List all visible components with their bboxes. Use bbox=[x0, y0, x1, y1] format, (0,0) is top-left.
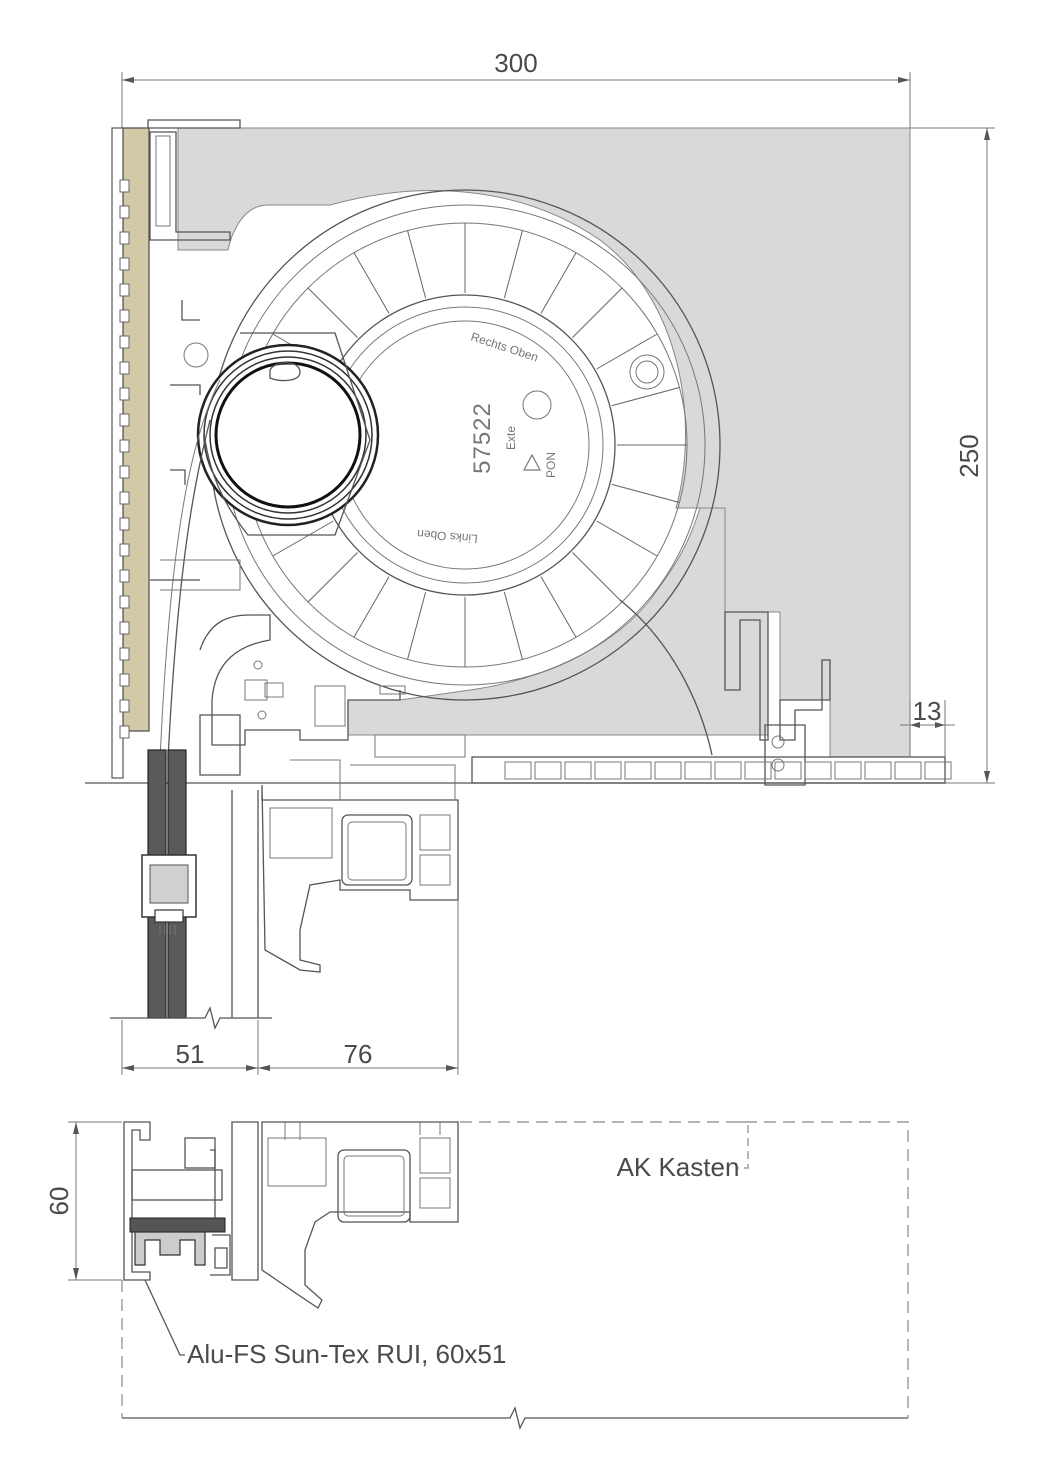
strip-cell bbox=[804, 761, 832, 780]
roller-spoke bbox=[540, 576, 577, 638]
right-profiles bbox=[724, 611, 831, 786]
roller-spoke bbox=[272, 520, 334, 557]
roller-spoke bbox=[611, 483, 680, 503]
guide-slot bbox=[119, 465, 130, 479]
guide-slot bbox=[119, 621, 130, 635]
roller-spoke bbox=[307, 287, 358, 338]
strip-cell bbox=[534, 761, 562, 780]
roller-spoke bbox=[503, 591, 523, 660]
strip-cell bbox=[564, 761, 592, 780]
guide-slot bbox=[119, 309, 130, 323]
guide-rail-profile-lower bbox=[123, 1121, 231, 1281]
guide-rail-leader: Alu-FS Sun-Tex RUI, 60x51 bbox=[144, 1279, 506, 1369]
guide-slot bbox=[119, 673, 130, 687]
dimension-bottom: 51 76 bbox=[121, 900, 459, 1075]
strip-cell bbox=[924, 761, 952, 780]
strip-cell bbox=[744, 761, 772, 780]
strip-cell bbox=[864, 761, 892, 780]
strip-cell bbox=[834, 761, 862, 780]
glass-pane bbox=[141, 749, 259, 1019]
guide-slot bbox=[119, 647, 130, 661]
dimension-60: 60 bbox=[44, 1121, 122, 1281]
guide-slot bbox=[119, 517, 130, 531]
guide-slot bbox=[119, 257, 130, 271]
guide-slot bbox=[119, 699, 130, 713]
roller-spoke bbox=[540, 252, 577, 314]
dimension-300-label: 300 bbox=[494, 48, 537, 78]
dimension-60-label: 60 bbox=[44, 1187, 74, 1216]
guide-slot bbox=[119, 387, 130, 401]
curtain-line bbox=[167, 419, 211, 761]
roller-spoke bbox=[353, 252, 390, 314]
label-ak-kasten: AK Kasten bbox=[617, 1152, 740, 1182]
dimension-13: 13 bbox=[900, 696, 955, 757]
roller-spoke bbox=[596, 333, 658, 370]
left-clips bbox=[150, 300, 241, 591]
guide-rail-front bbox=[111, 127, 150, 779]
dimension-51-label: 51 bbox=[176, 1039, 205, 1069]
roller-markings: Rechts Oben Links Oben 57522 Exte PON bbox=[417, 330, 558, 546]
guide-slot bbox=[119, 179, 130, 193]
box-insulation-fill bbox=[177, 127, 911, 758]
label-rechts-oben: Rechts Oben bbox=[469, 330, 540, 365]
strip-cell bbox=[894, 761, 922, 780]
guide-slot bbox=[119, 725, 130, 739]
guide-slot bbox=[119, 231, 130, 245]
label-links-oben: Links Oben bbox=[417, 527, 479, 546]
roller-spoke bbox=[572, 287, 623, 338]
frame-profile-lower bbox=[231, 1121, 459, 1309]
strip-cell bbox=[684, 761, 712, 780]
dimension-height-right: 250 bbox=[910, 127, 995, 784]
bottom-plate bbox=[85, 756, 952, 784]
window-profile-top bbox=[261, 734, 466, 973]
guide-slot bbox=[119, 569, 130, 583]
roller-spoke bbox=[596, 520, 658, 557]
guide-slot bbox=[119, 491, 130, 505]
roller-spoke bbox=[503, 230, 523, 299]
dimension-250-label: 250 bbox=[954, 434, 984, 477]
roller-spoke bbox=[407, 230, 427, 299]
dimension-13-label: 13 bbox=[913, 696, 942, 726]
strip-cell bbox=[774, 761, 802, 780]
strip-cell bbox=[624, 761, 652, 780]
lower-cover bbox=[199, 614, 406, 776]
inner-arc bbox=[619, 599, 713, 756]
strip-cell bbox=[654, 761, 682, 780]
top-lip-profile bbox=[147, 119, 241, 241]
strip-cell bbox=[714, 761, 742, 780]
dimension-width-top: 300 bbox=[121, 48, 911, 128]
ak-kasten-outline: AK Kasten bbox=[121, 1121, 909, 1418]
recycle-icon bbox=[523, 453, 541, 471]
lower-bottom-break bbox=[122, 1406, 908, 1430]
strip-cell bbox=[504, 761, 532, 780]
guide-slot bbox=[119, 595, 130, 609]
guide-slot bbox=[119, 439, 130, 453]
label-guide-rail: Alu-FS Sun-Tex RUI, 60x51 bbox=[187, 1339, 506, 1369]
guide-slot bbox=[119, 361, 130, 375]
guide-slot bbox=[119, 335, 130, 349]
roller-spoke bbox=[572, 552, 623, 603]
strip-cell bbox=[594, 761, 622, 780]
roller-spoke bbox=[611, 387, 680, 407]
guide-slot bbox=[119, 205, 130, 219]
break-line bbox=[110, 1006, 272, 1030]
roller-code: 57522 bbox=[469, 402, 496, 474]
roller-brand: Exte bbox=[504, 426, 518, 450]
dimension-76-label: 76 bbox=[344, 1039, 373, 1069]
roller-spoke bbox=[307, 552, 358, 603]
guide-slot bbox=[119, 543, 130, 557]
guide-slot bbox=[119, 283, 130, 297]
guide-slot bbox=[119, 413, 130, 427]
roller-spoke bbox=[353, 576, 390, 638]
box-lower-fill bbox=[347, 507, 769, 736]
roller-spoke bbox=[407, 591, 427, 660]
recycle-mark: PON bbox=[544, 452, 558, 478]
winding-shaft bbox=[196, 332, 380, 536]
